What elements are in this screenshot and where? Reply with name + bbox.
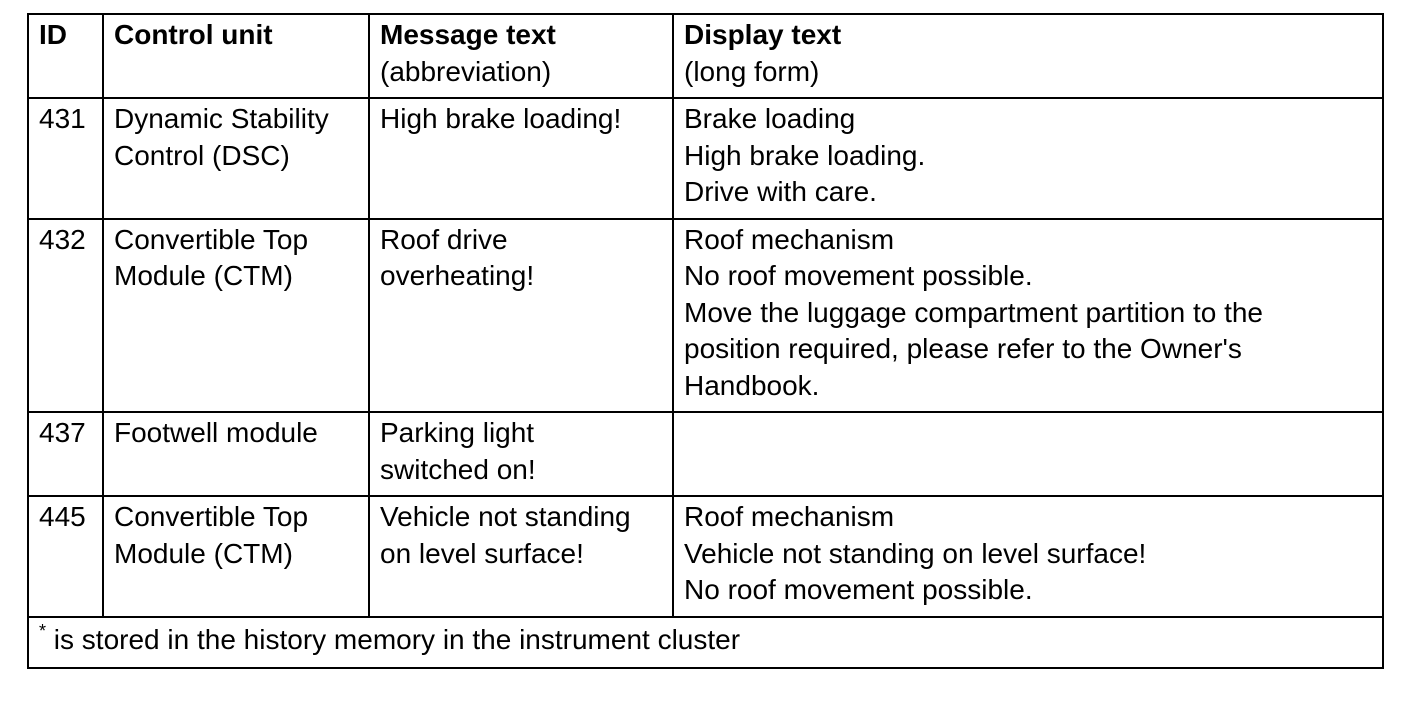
control-unit-line: Convertible Top <box>114 223 309 255</box>
table-row: 445 Convertible Top Module (CTM) Vehicle… <box>27 495 1384 618</box>
header-row: ID Control unit Message text (abbreviati… <box>27 13 1384 99</box>
row-message-text: Vehicle not standing on level surface! <box>368 495 674 618</box>
message-table: ID Control unit Message text (abbreviati… <box>27 13 1384 669</box>
row-display-text: Roof mechanism Vehicle not standing on l… <box>672 495 1384 618</box>
control-unit-line: Module (CTM) <box>114 260 293 291</box>
header-display-text-sub: (long form) <box>684 55 820 87</box>
control-unit-line: Module (CTM) <box>114 537 293 569</box>
message-line: on level surface! <box>380 537 584 569</box>
display-line: Roof mechanism <box>684 501 895 532</box>
message-line: Roof drive <box>380 223 508 255</box>
row-display-text <box>672 411 1384 497</box>
row-display-text: Roof mechanism No roof movement possible… <box>672 217 1384 413</box>
row-id: 431 <box>27 97 104 220</box>
message-line: overheating! <box>380 260 535 291</box>
display-line: Brake loading <box>684 103 856 134</box>
table-row: 432 Convertible Top Module (CTM) Roof dr… <box>27 217 1384 413</box>
table-row: 431 Dynamic Stability Control (DSC) High… <box>27 97 1384 220</box>
display-line: Roof mechanism <box>684 223 895 255</box>
row-message-text: High brake loading! <box>368 97 674 220</box>
header-id: ID <box>27 13 104 99</box>
display-line: High brake loading. <box>684 139 926 171</box>
header-message-text-label: Message text <box>380 19 556 50</box>
row-control-unit: Convertible Top Module (CTM) <box>102 217 370 413</box>
display-line: Vehicle not standing on level surface! <box>684 537 1147 569</box>
header-display-text-label: Display text <box>684 19 842 50</box>
header-message-text: Message text (abbreviation) <box>368 13 674 99</box>
row-message-text: Roof drive overheating! <box>368 217 674 413</box>
footnote-text: is stored in the history memory in the i… <box>46 623 741 655</box>
row-id: 437 <box>27 411 104 497</box>
footnote-marker: * <box>39 620 47 641</box>
control-unit-line: Convertible Top <box>114 501 309 532</box>
display-line: Move the luggage compartment partition t… <box>684 296 1264 328</box>
control-unit-line: Dynamic Stability <box>114 103 329 134</box>
footnote-row: * is stored in the history memory in the… <box>27 615 1384 669</box>
row-id: 432 <box>27 217 104 413</box>
header-display-text: Display text (long form) <box>672 13 1384 99</box>
display-line: Handbook. <box>684 369 820 401</box>
display-line: position required, please refer to the O… <box>684 333 1242 364</box>
header-control-unit-label: Control unit <box>114 19 273 50</box>
control-unit-line: Footwell module <box>114 417 318 448</box>
display-line: No roof movement possible. <box>684 574 1033 605</box>
row-control-unit: Convertible Top Module (CTM) <box>102 495 370 618</box>
header-message-text-sub: (abbreviation) <box>380 55 552 87</box>
row-display-text: Brake loading High brake loading. Drive … <box>672 97 1384 220</box>
message-line: High brake loading! <box>380 103 622 134</box>
row-id: 445 <box>27 495 104 618</box>
row-control-unit: Footwell module <box>102 411 370 497</box>
row-control-unit: Dynamic Stability Control (DSC) <box>102 97 370 220</box>
control-unit-line: Control (DSC) <box>114 139 290 171</box>
header-control-unit: Control unit <box>102 13 370 99</box>
message-line: Parking light <box>380 417 535 448</box>
display-line: Drive with care. <box>684 176 877 207</box>
footnote-cell: * is stored in the history memory in the… <box>27 615 1384 669</box>
row-message-text: Parking light switched on! <box>368 411 674 497</box>
message-line: switched on! <box>380 453 536 485</box>
display-line: No roof movement possible. <box>684 260 1033 291</box>
message-line: Vehicle not standing <box>380 501 631 532</box>
table-row: 437 Footwell module Parking light switch… <box>27 411 1384 497</box>
header-id-label: ID <box>39 19 67 50</box>
